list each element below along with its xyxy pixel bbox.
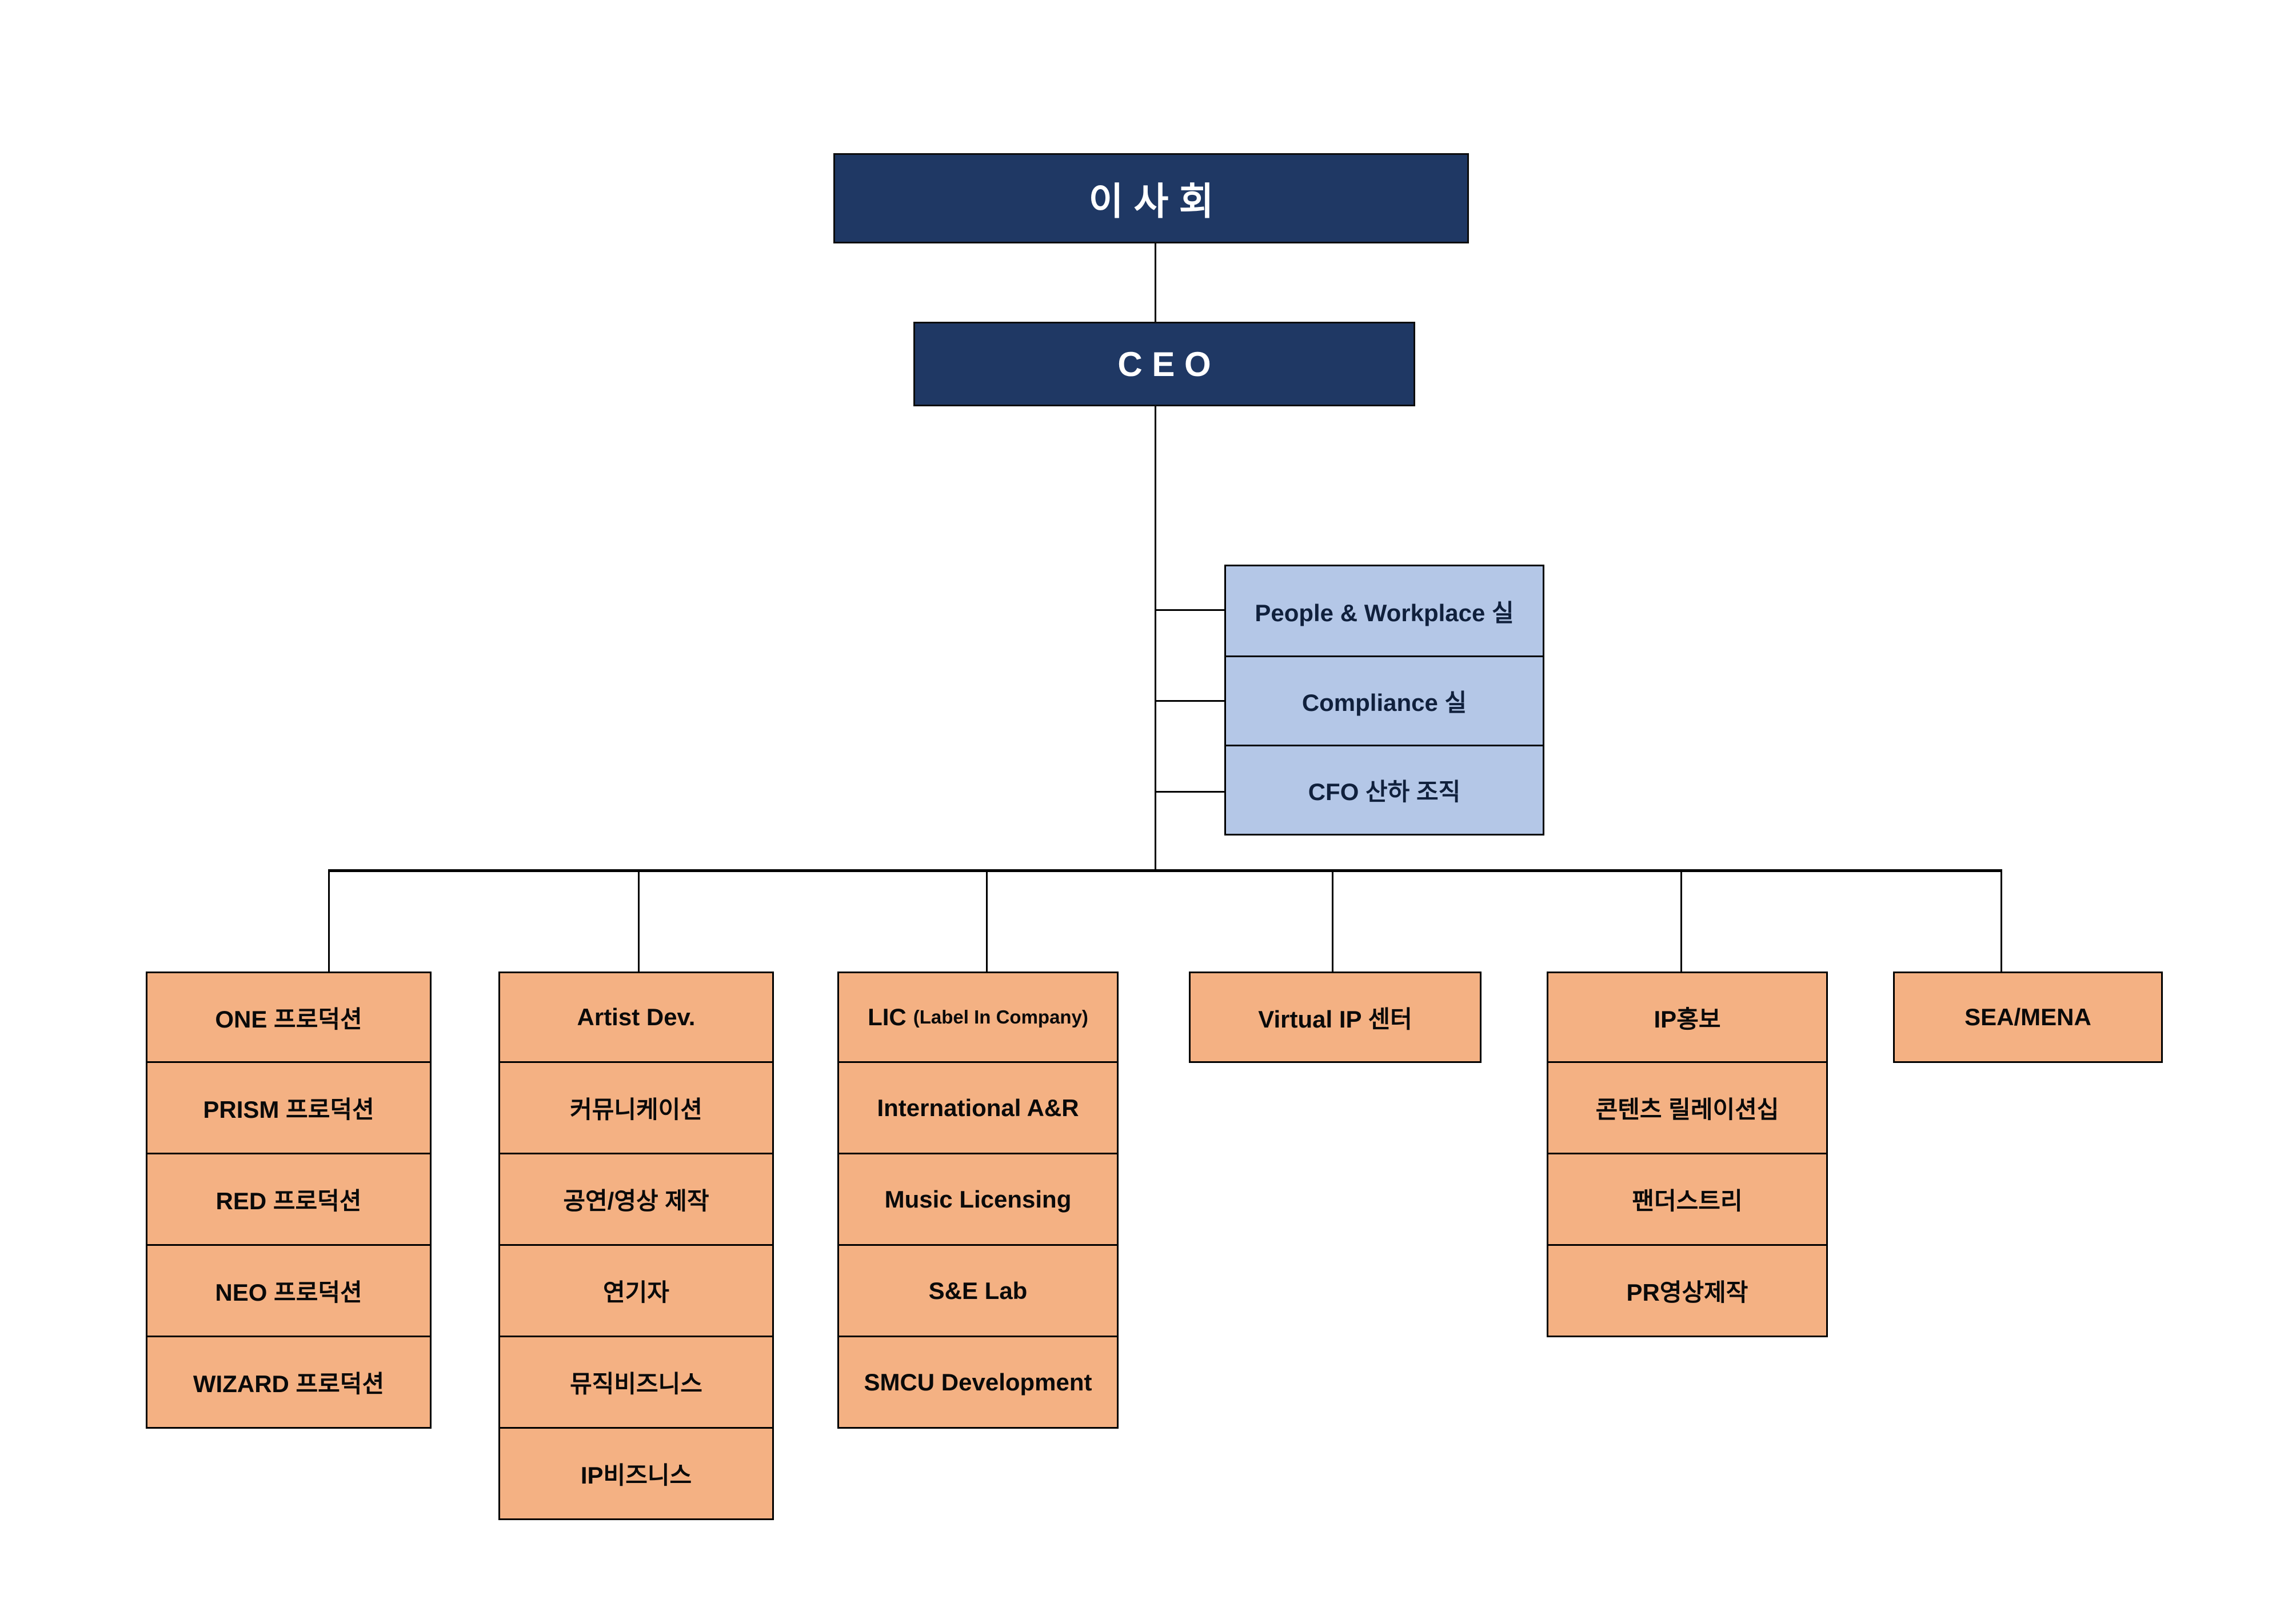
org-box: Artist Dev. xyxy=(500,973,772,1061)
drop-line-3 xyxy=(986,872,988,972)
drop-line-5 xyxy=(1680,872,1682,972)
org-box-label: PRISM 프로덕션 xyxy=(203,1096,374,1123)
org-box: WIZARD 프로덕션 xyxy=(147,1336,430,1427)
org-box: Music Licensing xyxy=(839,1153,1117,1244)
org-box-label: RED 프로덕션 xyxy=(215,1188,362,1214)
org-box-label: IP홍보 xyxy=(1654,1005,1721,1033)
org-box: S&E Lab xyxy=(839,1244,1117,1336)
org-box-label: 팬더스트리 xyxy=(1632,1188,1743,1214)
board-box: 이 사 회 xyxy=(833,153,1469,243)
org-box: SEA/MENA xyxy=(1895,973,2161,1061)
main-distribution-line xyxy=(328,869,2002,872)
org-box-label: ONE 프로덕션 xyxy=(215,1005,362,1033)
drop-line-6 xyxy=(2000,872,2002,972)
org-box: LIC (Label In Company) xyxy=(839,973,1117,1061)
org-box-label: International A&R xyxy=(877,1094,1079,1121)
org-box: 뮤직비즈니스 xyxy=(500,1336,772,1427)
staff-unit-box-3: CFO 산하 조직 xyxy=(1226,745,1543,834)
org-box: 연기자 xyxy=(500,1244,772,1336)
board-to-ceo-connector-line xyxy=(1155,243,1156,322)
drop-line-2 xyxy=(638,872,640,972)
lic-column: LIC (Label In Company) International A&R Mu… xyxy=(837,972,1119,1429)
org-box-label: 커뮤니케이션 xyxy=(570,1096,702,1123)
org-box-label: PR영상제작 xyxy=(1626,1279,1748,1306)
org-box-label: SMCU Development xyxy=(864,1368,1092,1396)
org-box: 공연/영상 제작 xyxy=(500,1153,772,1244)
drop-line-4 xyxy=(1332,872,1333,972)
staff-unit-box-2: Compliance 실 xyxy=(1226,655,1543,745)
org-box: 콘텐츠 릴레이션십 xyxy=(1548,1061,1826,1153)
staff-unit-box-1: People & Workplace 실 xyxy=(1226,566,1543,655)
org-box: 커뮤니케이션 xyxy=(500,1061,772,1153)
org-box-label: 콘텐츠 릴레이션십 xyxy=(1595,1096,1779,1123)
org-box: 팬더스트리 xyxy=(1548,1153,1826,1244)
org-box: International A&R xyxy=(839,1061,1117,1153)
org-box-label: Virtual IP 센터 xyxy=(1258,1005,1412,1033)
org-box: RED 프로덕션 xyxy=(147,1153,430,1244)
org-box: Virtual IP 센터 xyxy=(1191,973,1480,1061)
org-box: PR영상제작 xyxy=(1548,1244,1826,1336)
org-box-label: 공연/영상 제작 xyxy=(563,1188,709,1214)
org-box-sub-label: (Label In Company) xyxy=(913,1006,1088,1028)
org-box: IP홍보 xyxy=(1548,973,1826,1061)
virtual-ip-column: Virtual IP 센터 xyxy=(1189,972,1482,1063)
org-box-label: 연기자 xyxy=(603,1279,669,1306)
org-box-label: WIZARD 프로덕션 xyxy=(193,1370,385,1397)
org-box: SMCU Development xyxy=(839,1336,1117,1427)
staff-stub-line-2 xyxy=(1156,700,1224,702)
sea-mena-column: SEA/MENA xyxy=(1893,972,2163,1063)
org-box-label: NEO 프로덕션 xyxy=(215,1279,362,1306)
ceo-trunk-connector-line xyxy=(1155,406,1156,871)
staff-stub-line-3 xyxy=(1156,791,1224,793)
org-box: IP비즈니스 xyxy=(500,1427,772,1518)
org-box-label: LIC xyxy=(868,1004,907,1030)
org-box-label: Music Licensing xyxy=(884,1185,1072,1213)
org-box: ONE 프로덕션 xyxy=(147,973,430,1061)
one-production-column: ONE 프로덕션 PRISM 프로덕션 RED 프로덕션 NEO 프로덕션 WIZARD… xyxy=(146,972,432,1429)
org-box: PRISM 프로덕션 xyxy=(147,1061,430,1153)
org-box-label: Artist Dev. xyxy=(577,1004,696,1030)
drop-line-1 xyxy=(328,872,330,972)
org-box: NEO 프로덕션 xyxy=(147,1244,430,1336)
org-box-label: SEA/MENA xyxy=(1964,1004,2091,1030)
org-box-label: IP비즈니스 xyxy=(580,1462,692,1489)
org-box-label: 뮤직비즈니스 xyxy=(570,1370,702,1397)
ceo-box: C E O xyxy=(913,322,1415,406)
org-box-label: S&E Lab xyxy=(928,1277,1028,1304)
staff-stub-line-1 xyxy=(1156,609,1224,611)
